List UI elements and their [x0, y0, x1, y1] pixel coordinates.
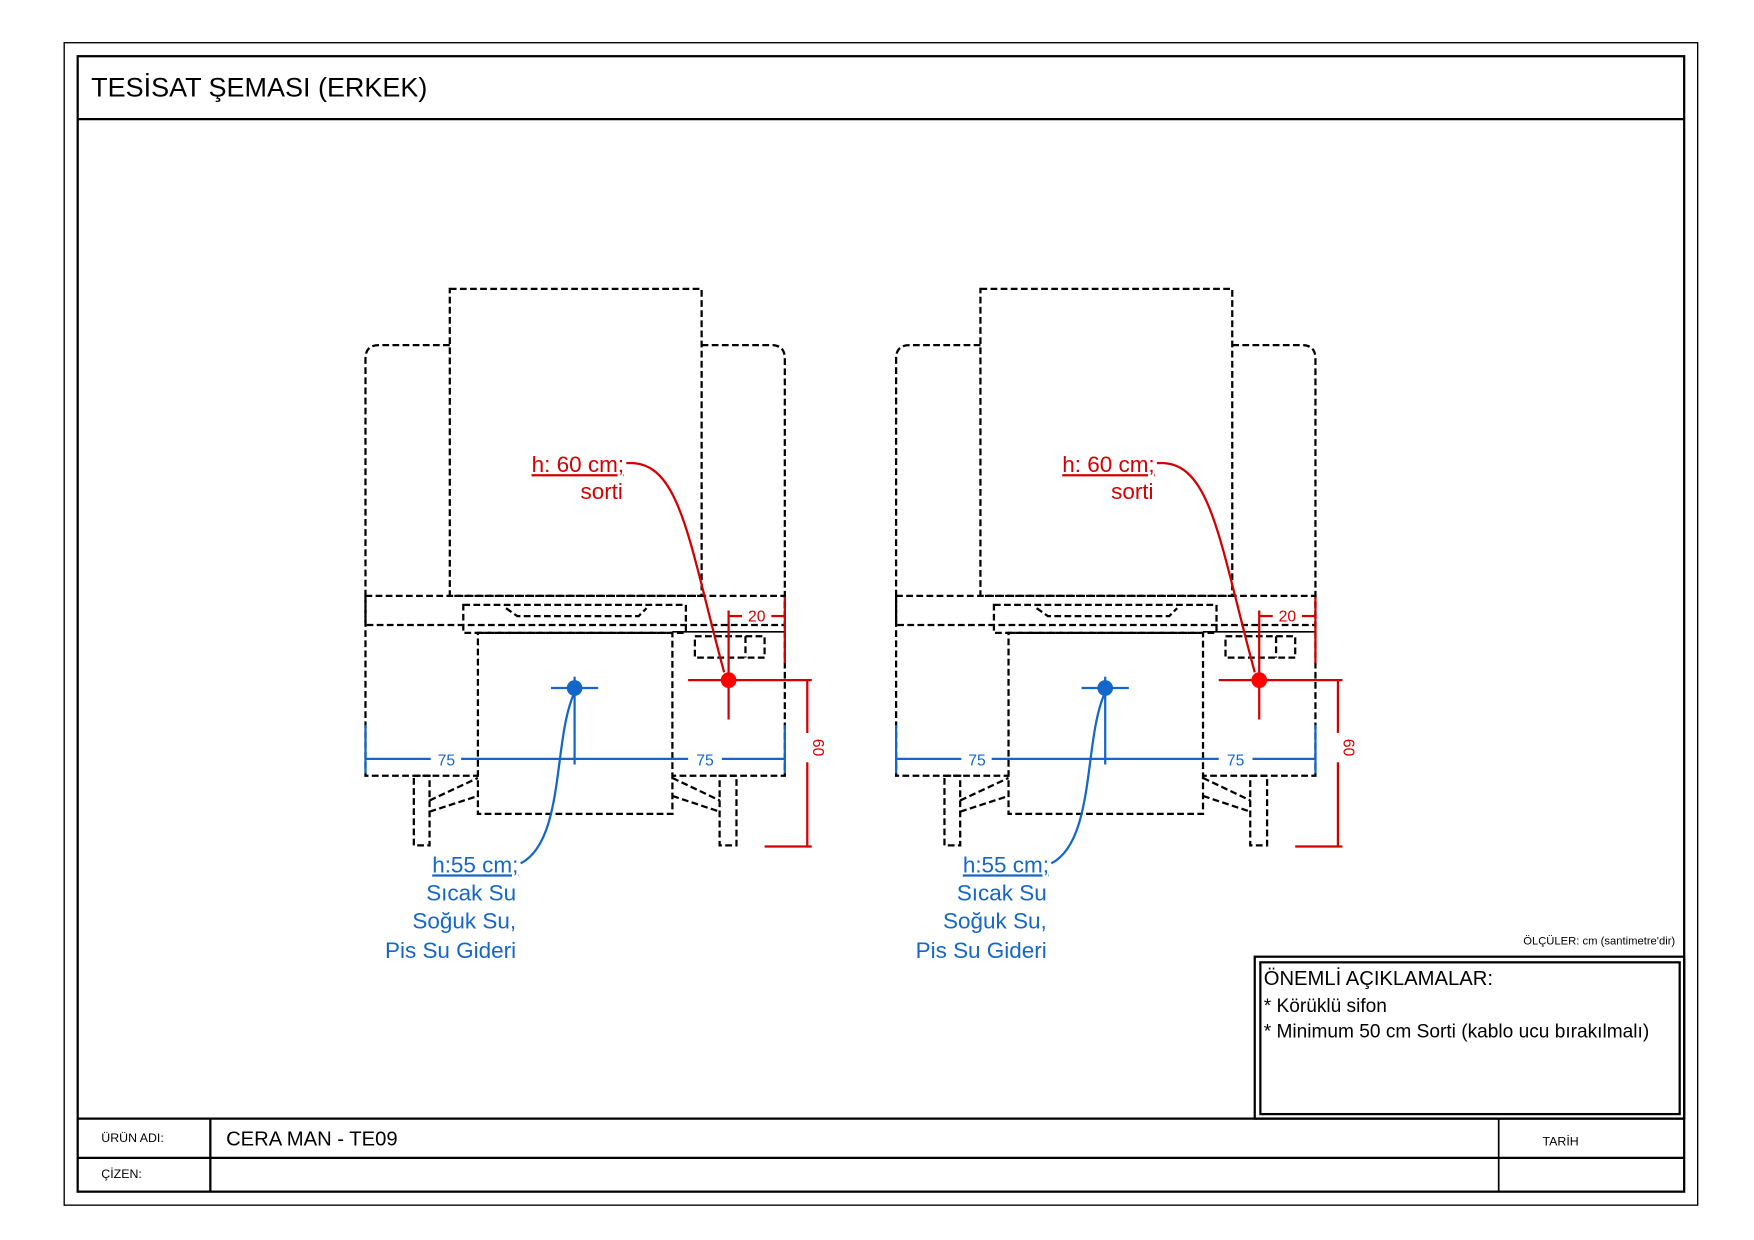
water-leader — [1050, 694, 1106, 865]
water-height: h:55 cm; — [963, 852, 1049, 877]
mirror-outline — [979, 287, 1234, 597]
leg-left — [412, 774, 431, 847]
notes-heading: ÖNEMLİ AÇIKLAMALAR: — [1264, 967, 1493, 990]
water-height: h:55 cm; — [432, 852, 518, 877]
outer-frame — [63, 42, 1699, 1206]
brace-right — [671, 776, 721, 813]
basin-outline — [462, 603, 688, 635]
sorti-leader — [1156, 462, 1256, 673]
sorti-height: h: 60 cm; — [1062, 452, 1154, 477]
sorti-point-icon — [720, 672, 737, 689]
product-label: ÜRÜN ADI: — [101, 1131, 163, 1145]
water-line-2: Soğuk Su, — [943, 909, 1047, 934]
basin-bowl — [505, 607, 648, 618]
cabinet-outline — [1007, 631, 1205, 816]
counter-band — [894, 594, 1317, 627]
installation-view: 75 75 h:55 cm; Sıcak Su Soğuk Su, Pis Su… — [364, 287, 826, 963]
notes-box-inner — [1259, 961, 1681, 1116]
dim-left-label: 75 — [968, 753, 986, 770]
units-note: ÖLÇÜLER: cm (santimetre'dir) — [1523, 935, 1675, 947]
sorti-point-icon — [1251, 672, 1268, 689]
water-point-icon — [1097, 680, 1114, 696]
water-line-2: Soğuk Su, — [412, 909, 516, 934]
water-line-3: Pis Su Gideri — [385, 938, 516, 963]
water-line-3: Pis Su Gideri — [916, 938, 1047, 963]
counter-band — [364, 594, 786, 627]
inner-frame — [76, 55, 1686, 1193]
brace-left — [959, 776, 1010, 813]
wall-outline — [894, 344, 1317, 777]
sorti-height: h: 60 cm; — [532, 452, 624, 477]
dim-top-label: 20 — [1279, 609, 1297, 626]
sorti-label: sorti — [1111, 479, 1153, 504]
dim-left-label: 75 — [438, 753, 456, 770]
drawn-by-label: ÇİZEN: — [101, 1167, 142, 1181]
leg-left — [943, 774, 962, 847]
wall-outline — [364, 344, 786, 777]
note-item: * Minimum 50 cm Sorti (kablo ucu bırakıl… — [1264, 1022, 1649, 1043]
basin-bowl — [1035, 607, 1178, 618]
leg-right — [1249, 774, 1269, 847]
dim-vertical-label: 60 — [1340, 739, 1357, 757]
dim-right-label: 75 — [696, 753, 714, 770]
brace-right — [1202, 776, 1251, 813]
cabinet-outline — [476, 631, 674, 816]
mirror-outline — [448, 287, 703, 597]
leg-right — [718, 774, 738, 847]
water-leader — [520, 694, 575, 865]
sorti-leader — [626, 462, 726, 673]
installation-view-2: 75 75 h:55 cm; Sıcak Su Soğuk Su, Pis Su… — [894, 287, 1357, 963]
page-title: TESİSAT ŞEMASI (ERKEK) — [91, 72, 427, 103]
water-point-icon — [566, 680, 583, 696]
dim-vertical-label: 60 — [809, 739, 826, 757]
water-line-1: Sıcak Su — [957, 880, 1047, 905]
water-line-1: Sıcak Su — [426, 880, 516, 905]
sorti-label: sorti — [580, 479, 622, 504]
product-value: CERA MAN - TE09 — [226, 1129, 398, 1151]
dim-right-label: 75 — [1227, 753, 1245, 770]
dim-top-label: 20 — [748, 609, 766, 626]
date-label: TARİH — [1543, 1135, 1579, 1149]
note-item: * Körüklü sifon — [1264, 996, 1387, 1017]
brace-left — [429, 776, 479, 813]
basin-outline — [992, 603, 1218, 635]
